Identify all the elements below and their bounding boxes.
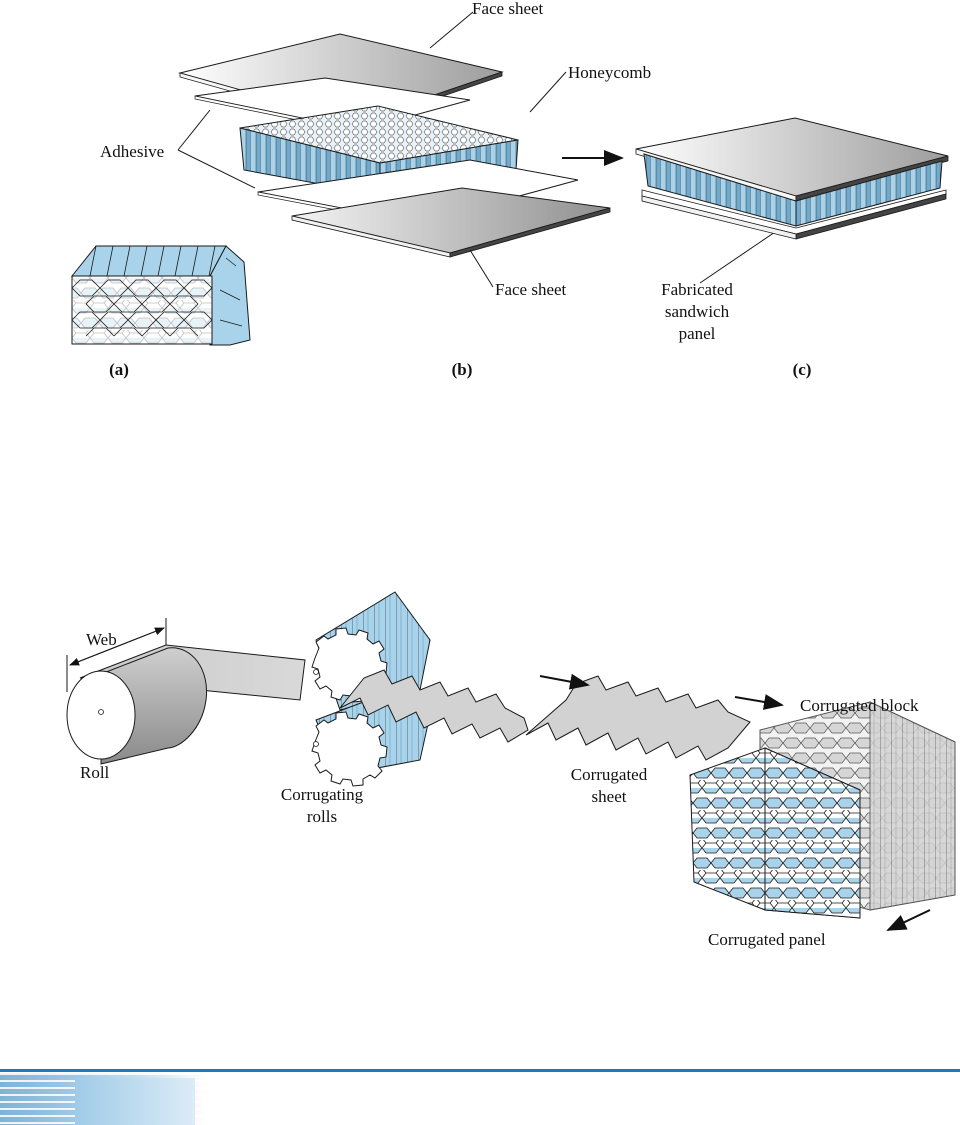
- label-corrugated-panel: Corrugated panel: [708, 930, 826, 949]
- footer-decoration-block: [75, 1078, 195, 1125]
- subfigure-label-a: (a): [109, 360, 129, 379]
- label-corrugating-1: Corrugating: [281, 785, 364, 804]
- corrugated-sheet: [526, 676, 750, 760]
- label-fabricated-1: Fabricated: [661, 280, 733, 299]
- label-web: Web: [86, 630, 117, 649]
- label-corrugated-sheet-1: Corrugated: [571, 765, 648, 784]
- label-roll: Roll: [80, 763, 110, 782]
- arrow-to-sheet: [540, 676, 588, 685]
- label-fabricated-2: sandwich: [665, 302, 730, 321]
- sandwich-panel-c: [636, 118, 948, 239]
- label-face-sheet-bottom: Face sheet: [495, 280, 567, 299]
- label-honeycomb: Honeycomb: [568, 63, 651, 82]
- subfigure-label-c: (c): [793, 360, 812, 379]
- label-fabricated-3: panel: [679, 324, 716, 343]
- arrow-to-block: [735, 697, 782, 705]
- label-corrugated-block: Corrugated block: [800, 696, 919, 715]
- subfigure-label-b: (b): [452, 360, 473, 379]
- honeycomb-block-a: [72, 246, 250, 345]
- label-corrugated-sheet-2: sheet: [592, 787, 627, 806]
- label-face-sheet-top: Face sheet: [472, 0, 544, 18]
- label-adhesive: Adhesive: [100, 142, 164, 161]
- footer-accent-bar: [0, 1069, 960, 1072]
- label-corrugating-2: rolls: [307, 807, 337, 826]
- roll: [67, 648, 207, 764]
- arrow-to-panel: [888, 910, 930, 930]
